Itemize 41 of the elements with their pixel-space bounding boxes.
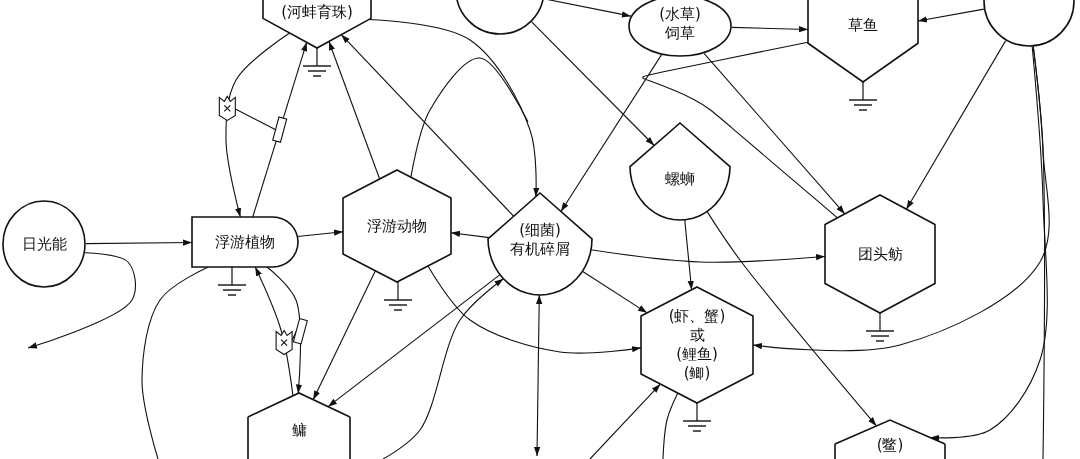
flow-arrow — [382, 278, 504, 459]
node-label: (虾、蟹) — [668, 307, 726, 326]
flow-arrow — [85, 239, 193, 246]
flow-arrow — [706, 210, 877, 427]
flow-arrow — [731, 26, 809, 33]
flow-arrow — [254, 266, 294, 397]
flow-arrow — [531, 21, 655, 147]
node-label: (细菌) — [519, 221, 561, 240]
flow-arrow — [427, 265, 642, 354]
node-label: (河蚌育珠) — [281, 2, 353, 22]
flow-arrow — [590, 249, 826, 263]
flow-arrow — [905, 40, 1007, 210]
flow-arrow — [581, 270, 648, 314]
node-label: (鲫) — [683, 364, 711, 383]
flow-arrow — [328, 40, 381, 180]
node-label: 有机碎屑 — [510, 240, 570, 259]
node-label: (鳖) — [876, 435, 904, 455]
flow-arrow — [589, 383, 661, 459]
node-label: 浮游动物 — [367, 216, 427, 236]
node-label: (水草) — [659, 5, 701, 24]
node-label: 日光能 — [21, 234, 67, 254]
node-label: 浮游植物 — [215, 232, 275, 252]
flow-arrow — [340, 34, 515, 217]
node-label: 草鱼 — [848, 15, 878, 35]
node-label: 团头鲂 — [857, 244, 903, 264]
flow-arrow — [929, 46, 1048, 442]
flow-arrow — [534, 294, 543, 457]
node-label: 或 — [689, 326, 705, 345]
node-label: (鲤鱼) — [676, 345, 718, 364]
flow-arrow — [27, 252, 136, 349]
node-label: 鳙 — [291, 420, 307, 440]
node-label: 饲草 — [665, 24, 695, 43]
flow-arrow — [312, 270, 376, 401]
flow-arrow — [684, 219, 694, 291]
flow-arrow — [560, 54, 662, 212]
flow-arrow — [225, 32, 291, 218]
flow-arrow — [703, 52, 846, 215]
flow-arrow — [327, 274, 501, 408]
node-label: 螺蛳 — [665, 169, 695, 189]
flow-arrow — [368, 18, 540, 198]
flow-arrow — [296, 229, 344, 238]
